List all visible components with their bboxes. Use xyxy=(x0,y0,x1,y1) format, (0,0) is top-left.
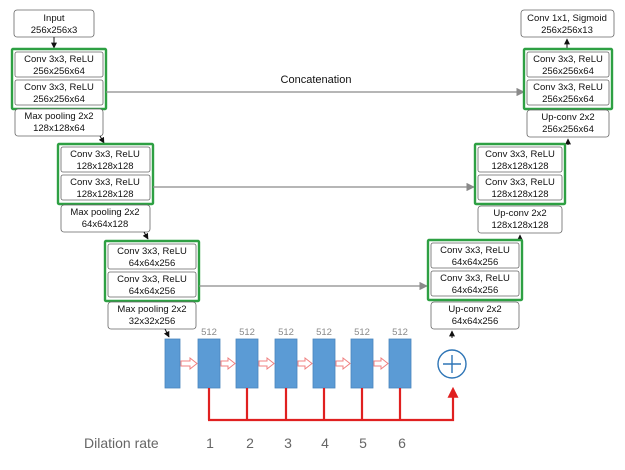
decoder-l1-green-outline xyxy=(522,47,614,111)
encoder-level3-pool: Max pooling 2x2 32x32x256 xyxy=(107,301,197,330)
dilation-rate-label: Dilation rate xyxy=(84,435,159,451)
channel-label-1: 512 xyxy=(201,327,217,338)
decoder-l1-conv-b-size: 256x256x64 xyxy=(542,94,594,105)
decoder-l3-upconv-size: 64x64x256 xyxy=(452,316,498,327)
encoder-l1-conv-a-size: 256x256x64 xyxy=(33,66,85,77)
decoder-l3-conv-b-title: Conv 3x3, ReLU xyxy=(440,273,510,284)
pink-arrow-3 xyxy=(297,356,313,371)
pink-arrow-4 xyxy=(335,356,351,371)
encoder-l2-conv-a-title: Conv 3x3, ReLU xyxy=(70,149,140,160)
encoder-l3-conv-a-size: 64x64x256 xyxy=(129,258,175,269)
decoder-level1-upconv: Up-conv 2x2 256x256x64 xyxy=(526,109,610,138)
encoder-level1-conv-group: Conv 3x3, ReLU 256x256x64 Conv 3x3, ReLU… xyxy=(10,47,108,111)
encoder-l1-conv-a-title: Conv 3x3, ReLU xyxy=(24,54,94,65)
channel-label-3: 512 xyxy=(278,327,294,338)
decoder-l1-upconv-size: 256x256x64 xyxy=(542,124,594,135)
output-title: Conv 1x1, Sigmoid xyxy=(527,13,607,24)
encoder-level2-pool: Max pooling 2x2 64x64x128 xyxy=(60,204,151,233)
decoder-l2-upconv-size: 128x128x128 xyxy=(491,220,548,231)
decoder-l3-green-outline xyxy=(426,238,524,302)
dilated-conv-bar-2 xyxy=(235,338,259,389)
decoder-l1-conv-a-size: 256x256x64 xyxy=(542,66,594,77)
concatenation-label: Concatenation xyxy=(281,74,352,86)
plus-sum-icon xyxy=(437,349,467,379)
input-title: Input xyxy=(43,13,64,24)
decoder-level3-conv-group: Conv 3x3, ReLU 64x64x256 Conv 3x3, ReLU … xyxy=(426,238,524,302)
encoder-l3-conv-b-size: 64x64x256 xyxy=(129,286,175,297)
encoder-l3-conv-b-title: Conv 3x3, ReLU xyxy=(117,274,187,285)
output-block: Conv 1x1, Sigmoid 256x256x13 xyxy=(520,9,615,38)
input-size: 256x256x3 xyxy=(31,25,77,36)
encoder-l3-green-outline xyxy=(103,239,201,303)
dilated-conv-bar-1 xyxy=(197,338,221,389)
encoder-l1-pool-size: 128x128x64 xyxy=(33,123,85,134)
dilated-conv-bar-4 xyxy=(312,338,336,389)
decoder-l2-conv-a-title: Conv 3x3, ReLU xyxy=(485,149,555,160)
encoder-l1-conv-b-size: 256x256x64 xyxy=(33,94,85,105)
encoder-level1-pool: Max pooling 2x2 128x128x64 xyxy=(14,108,104,137)
dilation-rate-6: 6 xyxy=(398,435,406,451)
bottleneck-input-bar xyxy=(164,338,181,389)
encoder-level3-conv-group: Conv 3x3, ReLU 64x64x256 Conv 3x3, ReLU … xyxy=(103,239,201,303)
dilation-rate-1: 1 xyxy=(206,435,214,451)
dilated-conv-bar-6 xyxy=(388,338,412,389)
encoder-l2-pool-title: Max pooling 2x2 xyxy=(70,207,139,218)
dilation-sum-path xyxy=(207,386,459,422)
channel-label-2: 512 xyxy=(239,327,255,338)
encoder-l3-pool-size: 32x32x256 xyxy=(129,316,175,327)
encoder-l2-pool-size: 64x64x128 xyxy=(82,219,128,230)
pink-arrow-2 xyxy=(258,356,275,371)
pink-arrow-5 xyxy=(373,356,389,371)
arrow-pool1-down xyxy=(98,135,105,144)
decoder-l3-conv-a-title: Conv 3x3, ReLU xyxy=(440,245,510,256)
encoder-l3-pool-title: Max pooling 2x2 xyxy=(117,304,186,315)
encoder-level2-conv-group: Conv 3x3, ReLU 128x128x128 Conv 3x3, ReL… xyxy=(56,142,155,206)
decoder-level3-upconv: Up-conv 2x2 64x64x256 xyxy=(430,301,520,330)
decoder-l1-conv-b-title: Conv 3x3, ReLU xyxy=(533,82,603,93)
encoder-l2-conv-b-title: Conv 3x3, ReLU xyxy=(70,177,140,188)
decoder-l1-conv-a-title: Conv 3x3, ReLU xyxy=(533,54,603,65)
pink-flow-arrows xyxy=(180,356,389,371)
pink-arrow-0 xyxy=(180,356,198,371)
dilation-rate-4: 4 xyxy=(321,435,329,451)
encoder-l2-conv-b-size: 128x128x128 xyxy=(76,189,133,200)
channel-label-5: 512 xyxy=(354,327,370,338)
decoder-l3-conv-a-size: 64x64x256 xyxy=(452,257,498,268)
input-block: Input 256x256x3 xyxy=(13,9,95,38)
decoder-l3-conv-b-size: 64x64x256 xyxy=(452,285,498,296)
decoder-l2-conv-b-size: 128x128x128 xyxy=(491,189,548,200)
arrow-pool3-down xyxy=(163,328,170,338)
output-size: 256x256x13 xyxy=(541,25,593,36)
decoder-l2-conv-a-size: 128x128x128 xyxy=(491,161,548,172)
encoder-l2-green-outline xyxy=(56,142,155,206)
encoder-l3-conv-a-title: Conv 3x3, ReLU xyxy=(117,246,187,257)
dilation-rate-2: 2 xyxy=(246,435,254,451)
channel-label-4: 512 xyxy=(316,327,332,338)
arrow-pool2-down xyxy=(142,231,149,240)
decoder-level2-conv-group: Conv 3x3, ReLU 128x128x128 Conv 3x3, ReL… xyxy=(473,142,567,206)
dilated-conv-bar-3 xyxy=(274,338,298,389)
dilation-rate-5: 5 xyxy=(359,435,367,451)
dilation-rate-3: 3 xyxy=(284,435,292,451)
pink-arrow-1 xyxy=(220,356,236,371)
encoder-l1-pool-title: Max pooling 2x2 xyxy=(24,111,93,122)
decoder-level1-conv-group: Conv 3x3, ReLU 256x256x64 Conv 3x3, ReLU… xyxy=(522,47,614,111)
encoder-l2-conv-a-size: 128x128x128 xyxy=(76,161,133,172)
decoder-l3-upconv-title: Up-conv 2x2 xyxy=(448,304,501,315)
decoder-l2-green-outline xyxy=(473,142,567,206)
dilated-conv-bar-5 xyxy=(350,338,374,389)
dilated-bottleneck: 512 512 512 512 512 512 xyxy=(84,327,467,451)
decoder-l1-upconv-title: Up-conv 2x2 xyxy=(541,112,594,123)
encoder-l1-conv-b-title: Conv 3x3, ReLU xyxy=(24,82,94,93)
decoder-level2-upconv: Up-conv 2x2 128x128x128 xyxy=(477,205,563,234)
decoder-l2-conv-b-title: Conv 3x3, ReLU xyxy=(485,177,555,188)
decoder-l2-upconv-title: Up-conv 2x2 xyxy=(493,208,546,219)
channel-label-6: 512 xyxy=(392,327,408,338)
